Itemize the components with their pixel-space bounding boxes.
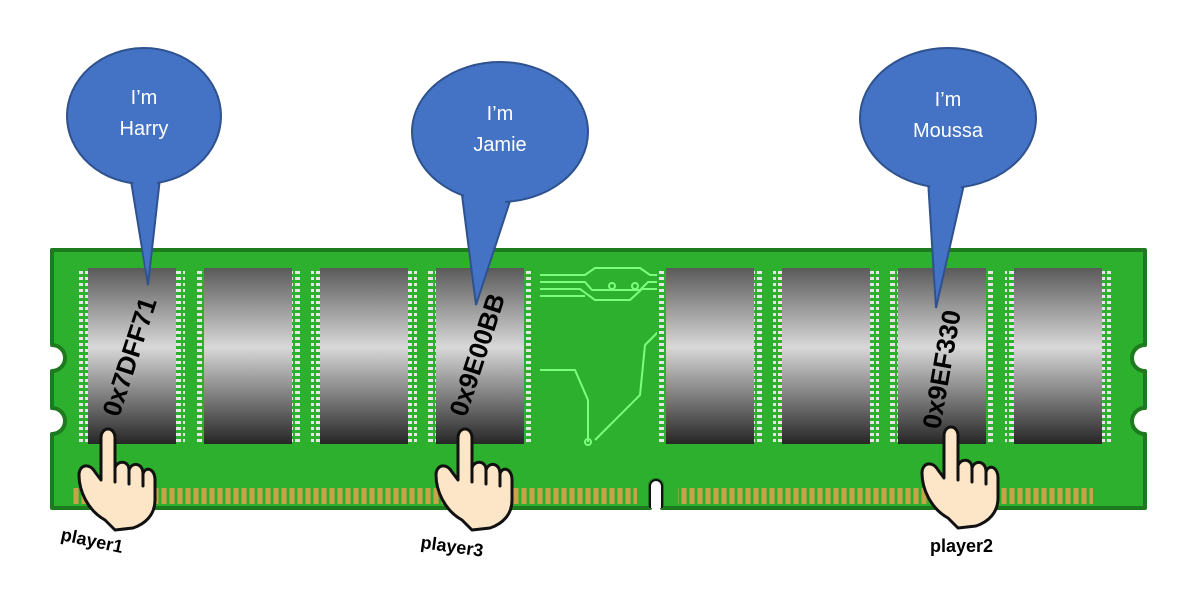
player-label-2: player2 bbox=[930, 536, 993, 556]
circuit-traces bbox=[540, 267, 661, 446]
pointing-hand-icon bbox=[77, 427, 157, 532]
memory-chip bbox=[773, 268, 879, 444]
memory-chip bbox=[1005, 268, 1111, 444]
player-labels: player1 player3 player2 bbox=[59, 524, 993, 560]
speech-bubble-moussa: I’m Moussa bbox=[859, 47, 1037, 309]
memory-chip bbox=[427, 268, 533, 444]
player-label-3: player3 bbox=[419, 532, 484, 561]
pointing-hand-icon bbox=[434, 427, 514, 532]
bubble-line2: Harry bbox=[120, 118, 169, 140]
bubble-line1: I’m bbox=[935, 89, 962, 111]
speech-bubble-jamie: I’m Jamie bbox=[411, 61, 589, 306]
bubble-line2: Jamie bbox=[473, 134, 526, 156]
bubble-line1: I’m bbox=[487, 103, 514, 125]
speech-bubble-harry: I’m Harry bbox=[66, 47, 222, 286]
memory-chip bbox=[311, 268, 417, 444]
memory-chip bbox=[889, 268, 995, 444]
memory-chip bbox=[79, 268, 185, 444]
memory-chips bbox=[79, 268, 1111, 444]
bubble-line1: I’m bbox=[131, 87, 158, 109]
gold-contacts-right bbox=[678, 488, 1093, 504]
pointing-hand-icon bbox=[920, 425, 1000, 530]
bubble-line2: Moussa bbox=[913, 120, 984, 142]
memory-chip bbox=[657, 268, 763, 444]
ram-module bbox=[50, 248, 1147, 510]
memory-chip bbox=[195, 268, 301, 444]
gold-contacts-left bbox=[72, 488, 637, 504]
